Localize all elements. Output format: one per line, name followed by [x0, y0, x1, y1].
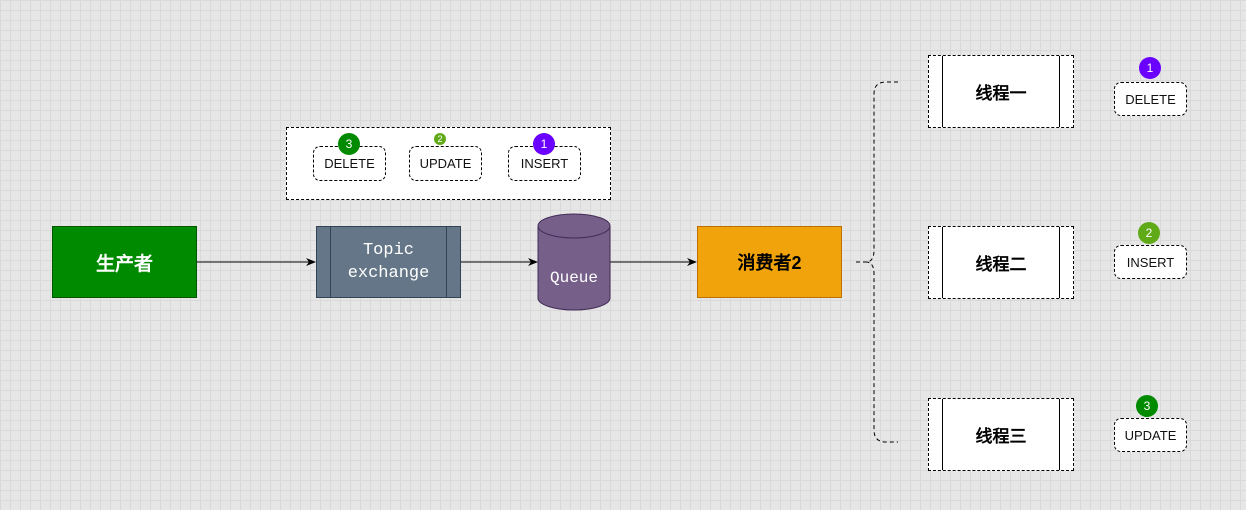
thread-label: 线程一 [975, 84, 1027, 103]
queue-cylinder: Queue [537, 213, 611, 311]
order-badge-icon: 3 [338, 133, 360, 155]
thread-task-tag-1[interactable]: DELETE [1114, 82, 1187, 116]
message-label: DELETE [324, 156, 375, 171]
order-badge-icon: 1 [533, 133, 555, 155]
thread-brace [865, 81, 898, 443]
thread-label: 线程二 [975, 255, 1027, 274]
message-tag-update[interactable]: UPDATE [409, 146, 482, 181]
order-badge-icon: 1 [1139, 57, 1161, 79]
task-label: INSERT [1126, 254, 1175, 270]
consumer-node[interactable]: 消费者2 [697, 226, 842, 298]
task-label: UPDATE [1124, 427, 1177, 443]
message-tag-delete[interactable]: DELETE [313, 146, 386, 181]
thread-node-3[interactable]: 线程三 [928, 398, 1074, 471]
order-badge-icon: 2 [1138, 222, 1160, 244]
queue-label: Queue [550, 269, 598, 287]
message-label: INSERT [520, 156, 569, 171]
order-badge-icon: 3 [1136, 395, 1158, 417]
producer-node[interactable]: 生产者 [52, 226, 197, 298]
thread-task-tag-2[interactable]: INSERT [1114, 245, 1187, 279]
consumer-label: 消费者2 [737, 253, 802, 273]
thread-node-2[interactable]: 线程二 [928, 226, 1074, 299]
thread-label: 线程三 [975, 427, 1027, 446]
thread-task-tag-3[interactable]: UPDATE [1114, 418, 1187, 452]
task-label: DELETE [1125, 91, 1176, 107]
order-badge-icon: 2 [434, 133, 446, 145]
topic-exchange-node[interactable]: Topic exchange [316, 226, 461, 298]
producer-label: 生产者 [95, 253, 153, 275]
thread-node-1[interactable]: 线程一 [928, 55, 1074, 128]
exchange-label-line2: exchange [347, 264, 430, 283]
exchange-label-line1: Topic [362, 241, 414, 260]
message-label: UPDATE [419, 156, 472, 171]
